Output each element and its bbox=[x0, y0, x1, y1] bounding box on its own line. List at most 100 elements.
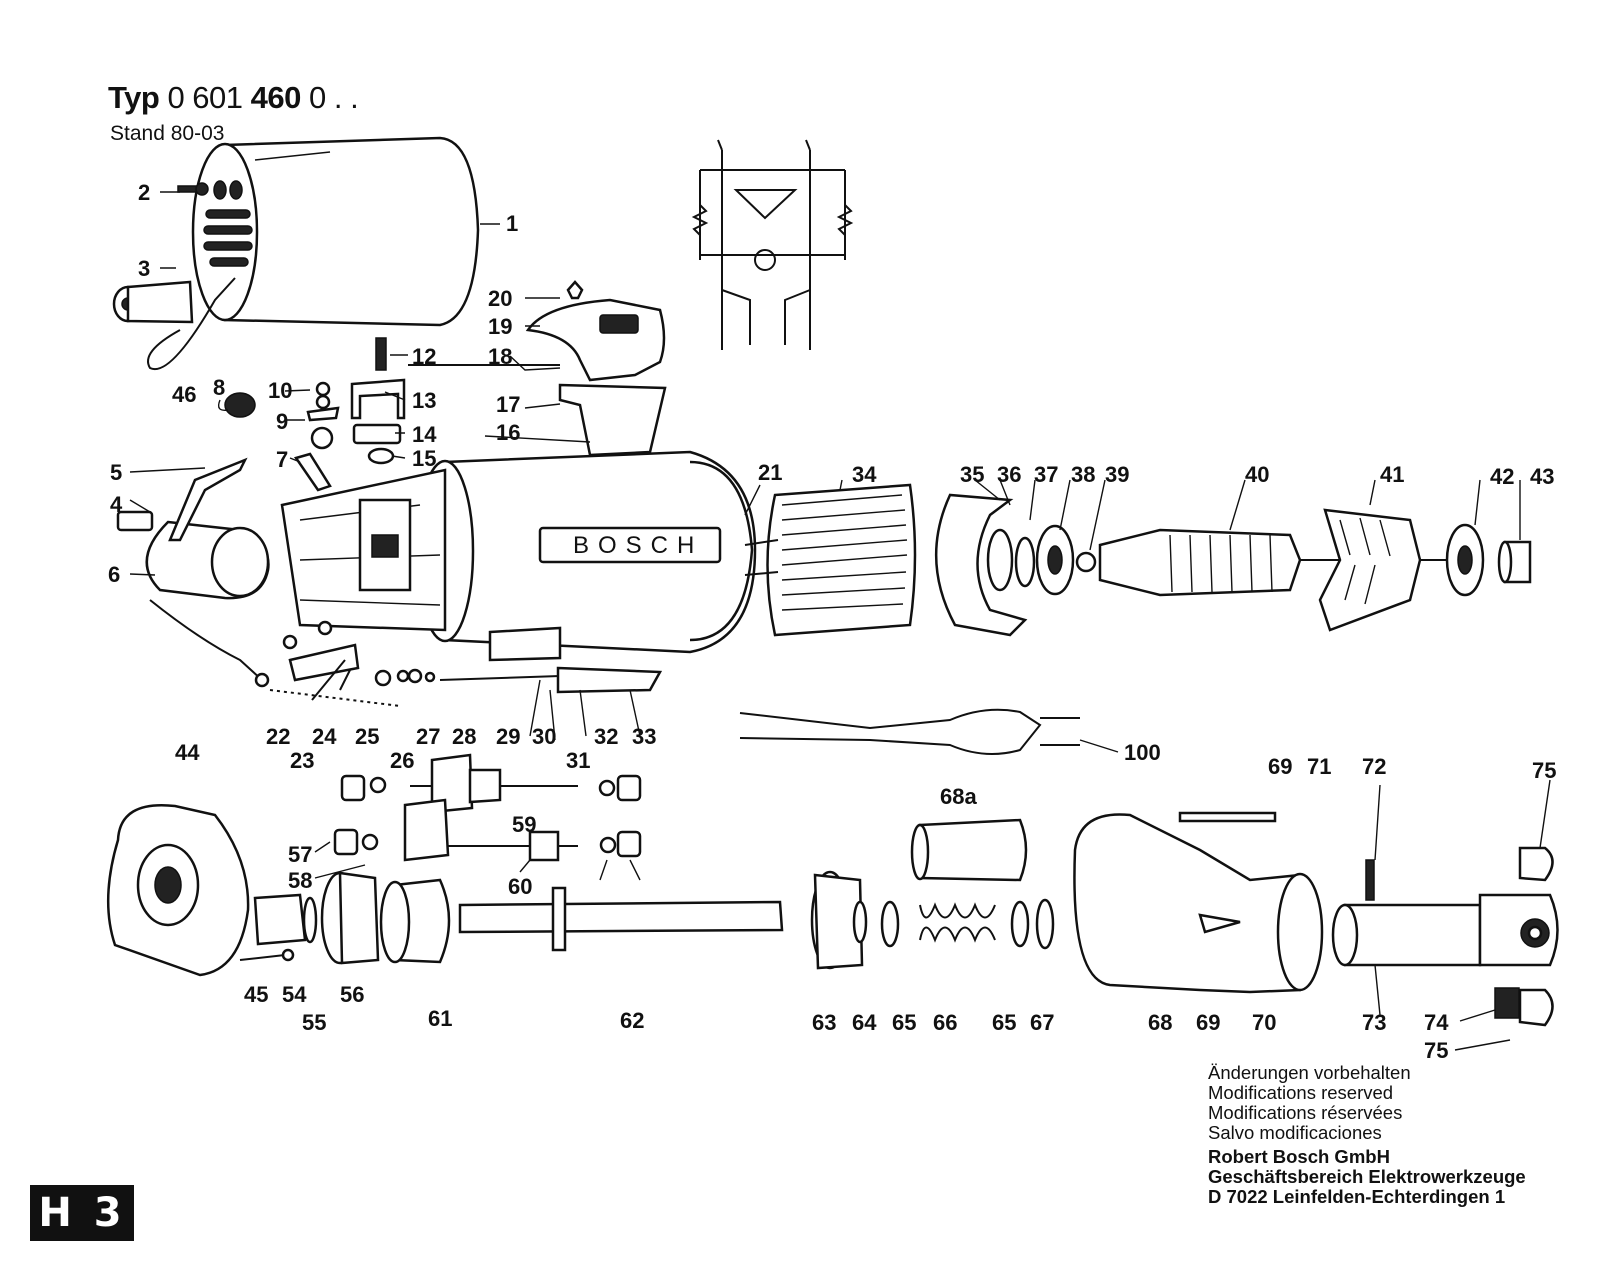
label-18: 18 bbox=[488, 344, 512, 369]
label-65-a: 65 bbox=[892, 1010, 916, 1035]
label-43: 43 bbox=[1530, 464, 1554, 489]
label-26: 26 bbox=[390, 748, 414, 773]
label-15: 15 bbox=[412, 446, 436, 471]
company-division: Geschäftsbereich Elektrowerkzeuge bbox=[1208, 1166, 1526, 1187]
part-drive-train bbox=[239, 870, 1055, 970]
label-68a: 68a bbox=[940, 784, 977, 809]
label-37: 37 bbox=[1034, 462, 1058, 487]
company-name: Robert Bosch GmbH bbox=[1208, 1146, 1390, 1167]
part-motor-cap bbox=[191, 136, 480, 327]
label-13: 13 bbox=[412, 388, 436, 413]
label-34: 34 bbox=[852, 462, 877, 487]
model-title: Typ 0 601 460 0 . . bbox=[108, 80, 359, 116]
part-gearbox-housing-68 bbox=[1073, 811, 1324, 994]
label-9: 9 bbox=[276, 409, 288, 434]
stand-date: Stand 80-03 bbox=[110, 122, 225, 145]
label-35: 35 bbox=[960, 462, 984, 487]
label-42: 42 bbox=[1490, 464, 1514, 489]
label-61: 61 bbox=[428, 1006, 452, 1031]
model-number-bold: 460 bbox=[250, 80, 302, 115]
label-24: 24 bbox=[312, 724, 337, 749]
label-25: 25 bbox=[355, 724, 379, 749]
label-56: 56 bbox=[340, 982, 364, 1007]
part-brush-group bbox=[217, 337, 406, 492]
label-22: 22 bbox=[266, 724, 290, 749]
label-10: 10 bbox=[268, 378, 292, 403]
notice-line-es: Salvo modificaciones bbox=[1208, 1122, 1382, 1143]
part-number-labels: 1 2 3 46 8 10 9 7 12 13 14 15 20 19 18 1… bbox=[108, 180, 1556, 1063]
label-67: 67 bbox=[1030, 1010, 1054, 1035]
label-38: 38 bbox=[1071, 462, 1095, 487]
company-address: D 7022 Leinfelden-Echterdingen 1 bbox=[1208, 1186, 1506, 1207]
part-capacitor-assembly bbox=[116, 457, 270, 688]
label-58-left: 58 bbox=[288, 868, 312, 893]
typ-label: Typ bbox=[108, 80, 160, 115]
label-5: 5 bbox=[110, 460, 122, 485]
label-29: 29 bbox=[496, 724, 520, 749]
part-power-cable bbox=[739, 708, 1080, 755]
label-69-top: 69 bbox=[1268, 754, 1292, 779]
label-4: 4 bbox=[110, 492, 123, 517]
notice-line-fr: Modifications réservées bbox=[1208, 1102, 1403, 1123]
label-2: 2 bbox=[138, 180, 150, 205]
label-69-bottom: 69 bbox=[1196, 1010, 1220, 1035]
label-6: 6 bbox=[108, 562, 120, 587]
part-brush-holder-assembly bbox=[269, 620, 663, 707]
label-44: 44 bbox=[175, 740, 200, 765]
label-63: 63 bbox=[812, 1010, 836, 1035]
label-59: 59 bbox=[512, 812, 536, 837]
label-60: 60 bbox=[508, 874, 532, 899]
label-45: 45 bbox=[244, 982, 268, 1007]
label-100: 100 bbox=[1124, 740, 1161, 765]
label-64: 64 bbox=[852, 1010, 877, 1035]
part-strain-relief-3 bbox=[112, 277, 236, 371]
part-screw-2 bbox=[177, 182, 209, 196]
label-39: 39 bbox=[1105, 462, 1129, 487]
label-57-left: 57 bbox=[288, 842, 312, 867]
model-number-suffix: 0 . . bbox=[309, 80, 359, 115]
label-70: 70 bbox=[1252, 1010, 1276, 1035]
label-75-top: 75 bbox=[1532, 758, 1556, 783]
label-31: 31 bbox=[566, 748, 590, 773]
part-armature-assembly bbox=[935, 493, 1532, 637]
label-7: 7 bbox=[276, 447, 288, 472]
label-28: 28 bbox=[452, 724, 476, 749]
label-17: 17 bbox=[496, 392, 520, 417]
label-16: 16 bbox=[496, 420, 520, 445]
label-55: 55 bbox=[302, 1010, 326, 1035]
label-14: 14 bbox=[412, 422, 437, 447]
label-36: 36 bbox=[997, 462, 1021, 487]
label-75-bottom: 75 bbox=[1424, 1038, 1448, 1063]
part-field-coil bbox=[744, 483, 917, 637]
label-27: 27 bbox=[416, 724, 440, 749]
label-32: 32 bbox=[594, 724, 618, 749]
part-motor-housing bbox=[280, 450, 757, 662]
label-62: 62 bbox=[620, 1008, 644, 1033]
label-30: 30 bbox=[532, 724, 556, 749]
label-1: 1 bbox=[506, 211, 518, 236]
label-65-b: 65 bbox=[992, 1010, 1016, 1035]
page-code-badge: H 3 bbox=[30, 1185, 134, 1241]
label-68: 68 bbox=[1148, 1010, 1172, 1035]
part-gear-shafts bbox=[333, 753, 642, 862]
label-23: 23 bbox=[290, 748, 314, 773]
label-46: 46 bbox=[172, 382, 196, 407]
label-3: 3 bbox=[138, 256, 150, 281]
label-72: 72 bbox=[1362, 754, 1386, 779]
label-66: 66 bbox=[933, 1010, 957, 1035]
label-8: 8 bbox=[213, 375, 225, 400]
label-21: 21 bbox=[758, 460, 782, 485]
housing-brand-text: BOSCH bbox=[573, 532, 703, 559]
label-41: 41 bbox=[1380, 462, 1404, 487]
label-40: 40 bbox=[1245, 462, 1269, 487]
wiring-schematic bbox=[691, 139, 854, 350]
part-switch-group bbox=[408, 280, 667, 457]
modifications-notice: Änderungen vorbehalten Modifications res… bbox=[1208, 1063, 1526, 1207]
label-33: 33 bbox=[632, 724, 656, 749]
part-sleeve-68a bbox=[910, 818, 1028, 882]
part-chuck-assembly bbox=[1331, 846, 1559, 1027]
notice-line-en: Modifications reserved bbox=[1208, 1082, 1394, 1103]
label-19: 19 bbox=[488, 314, 512, 339]
leader-lines bbox=[129, 191, 1551, 1051]
label-20: 20 bbox=[488, 286, 512, 311]
